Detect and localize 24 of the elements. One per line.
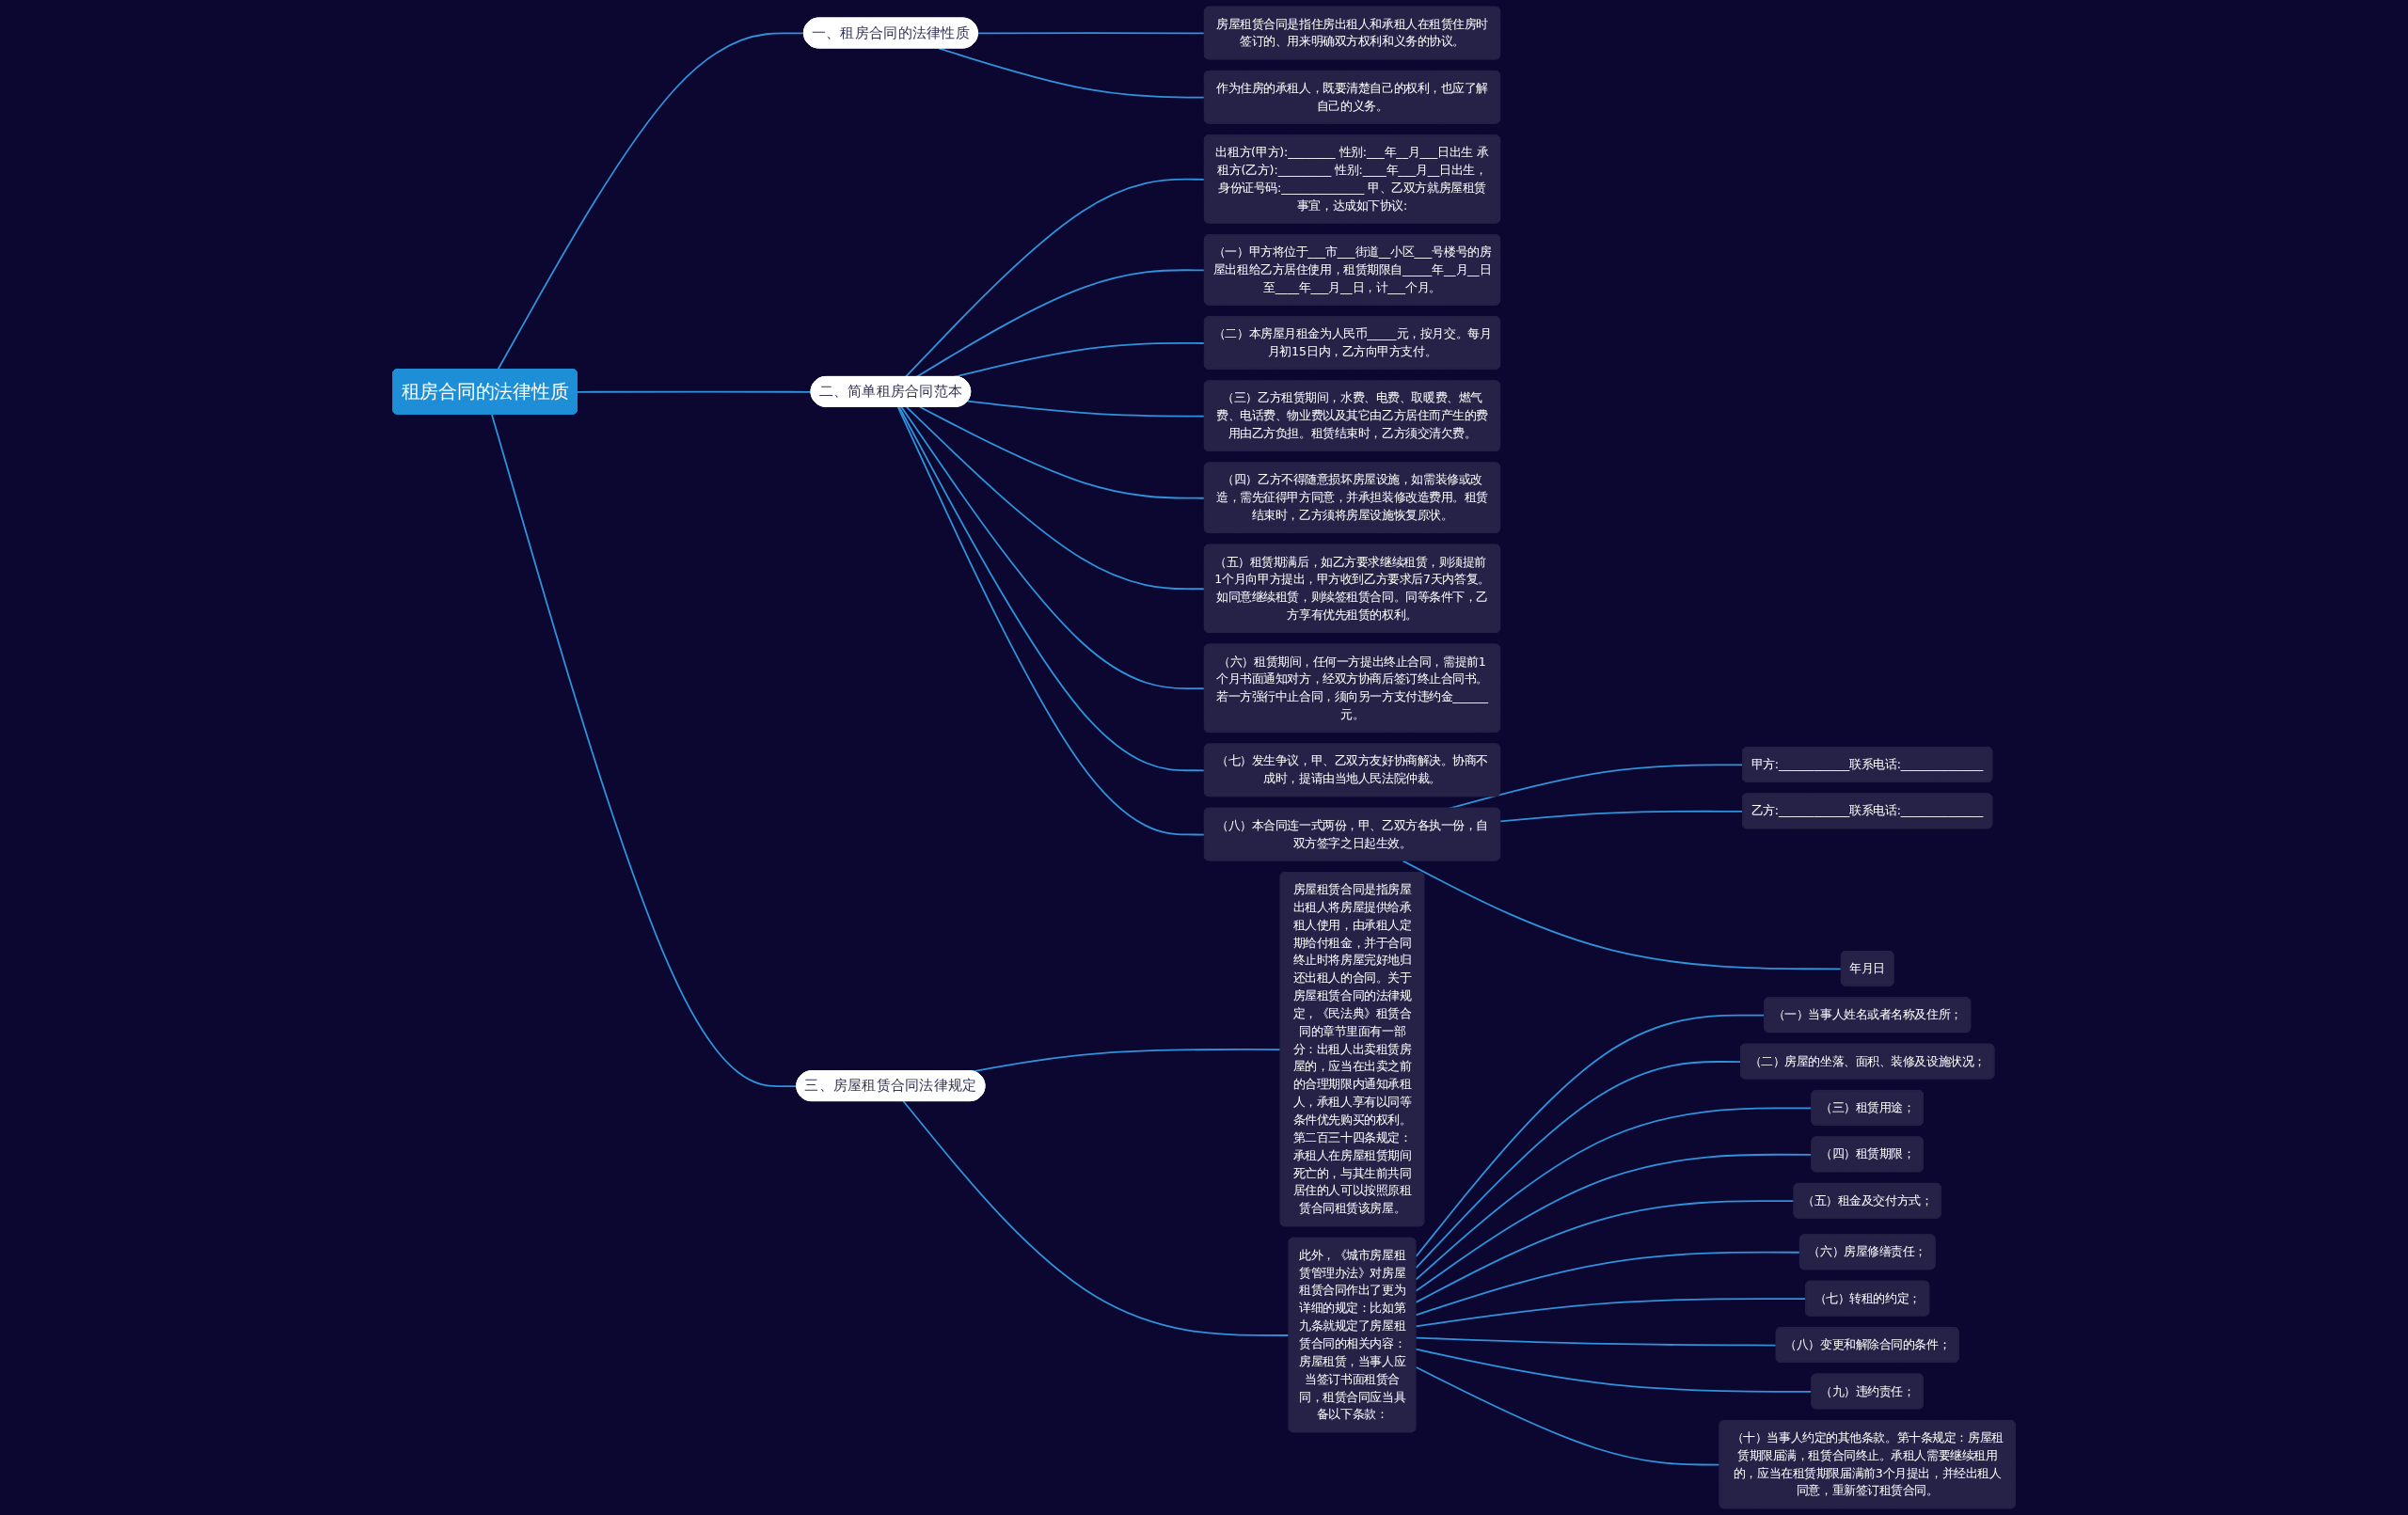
- connector: [497, 32, 805, 371]
- connector: [1415, 1200, 1796, 1303]
- connector: [491, 413, 799, 1087]
- connector: [898, 405, 1206, 772]
- connector: [976, 32, 1206, 35]
- connector: [900, 405, 1206, 690]
- connector: [905, 405, 1206, 591]
- connector: [904, 178, 1206, 378]
- connector: [576, 390, 813, 393]
- connector: [966, 400, 1206, 418]
- connector: [1415, 1061, 1742, 1270]
- connector: [915, 269, 1206, 378]
- connector: [972, 1049, 1282, 1073]
- connector: [1415, 1365, 1721, 1466]
- connector: [938, 47, 1206, 99]
- connector: [1499, 810, 1744, 823]
- connector: [1402, 860, 1843, 971]
- connector: [1415, 1014, 1766, 1258]
- connector: [919, 405, 1206, 499]
- connector: [1415, 1298, 1807, 1328]
- connector: [1415, 1251, 1801, 1317]
- connector: [902, 1100, 1291, 1336]
- connector: [1415, 1336, 1778, 1347]
- connector: [896, 405, 1206, 836]
